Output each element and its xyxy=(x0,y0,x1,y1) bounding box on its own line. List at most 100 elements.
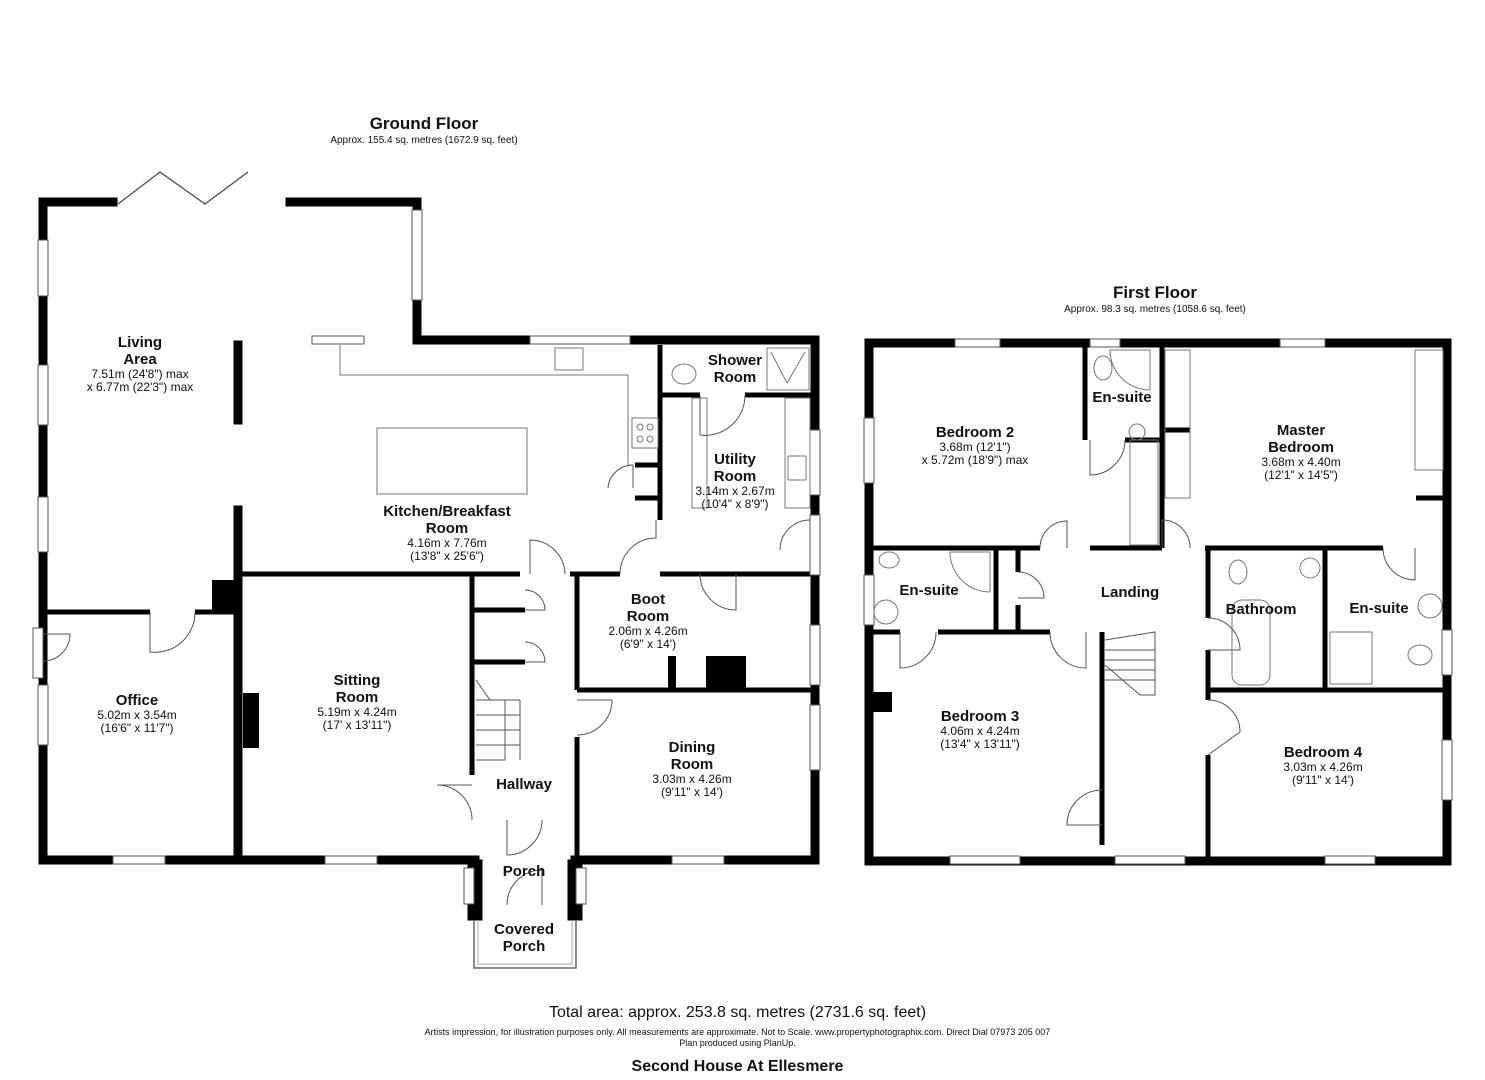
room-name: Bedroom 3 xyxy=(940,708,1020,725)
room-name: Kitchen/Breakfast xyxy=(383,503,511,520)
ground-floor-title: Ground Floor xyxy=(369,114,479,133)
room-name: Bedroom 4 xyxy=(1283,744,1363,761)
door-swing-icon xyxy=(42,394,811,906)
room-label: Bathroom xyxy=(1226,601,1297,618)
window-icon xyxy=(863,338,1453,865)
room-dimensions: (13'4" x 13'11") xyxy=(940,737,1020,751)
room-dimensions: (13'8" x 25'6") xyxy=(410,549,484,563)
room-name: En-suite xyxy=(1349,600,1409,617)
door-swing-icon xyxy=(899,439,1416,826)
room-label: En-suite xyxy=(1349,600,1408,617)
window-icon xyxy=(32,209,821,865)
first-floor-header: First Floor Approx. 98.3 sq. metres (105… xyxy=(1055,283,1255,316)
room-dimensions: 5.19m x 4.24m xyxy=(317,705,397,719)
room-name: Boot xyxy=(630,591,666,608)
room-label: En-suite xyxy=(899,582,958,599)
room-dimensions: 4.16m x 7.76m xyxy=(407,536,487,550)
room-name: Hallway xyxy=(496,776,552,793)
room-dimensions: x 6.77m (22'3") max xyxy=(86,380,194,394)
room-label: Hallway xyxy=(496,776,552,793)
kitchen-island xyxy=(376,427,528,495)
room-name: Sitting xyxy=(333,672,381,689)
staircase-icon xyxy=(475,679,521,761)
room-name: Bedroom xyxy=(1268,439,1334,456)
shower-tray-icon xyxy=(766,347,810,391)
bathroom-fixtures xyxy=(873,349,1444,686)
room-dimensions: 5.02m x 3.54m xyxy=(97,708,177,722)
room-name: Utility xyxy=(714,451,756,468)
room-dimensions: 3.03m x 4.26m xyxy=(652,772,732,786)
room-name: Porch xyxy=(502,938,546,955)
staircase-icon xyxy=(1104,631,1156,696)
room-label: En-suite xyxy=(1092,389,1151,406)
room-dimensions: (10'4" x 8'9") xyxy=(701,497,769,511)
room-dimensions: (9'11" x 14') xyxy=(1292,773,1354,787)
bifold-door-icon xyxy=(117,171,249,205)
room-dimensions: (16'6" x 11'7") xyxy=(100,721,174,735)
room-name: Master xyxy=(1276,422,1326,439)
room-name: En-suite xyxy=(899,582,959,599)
room-name: Landing xyxy=(1100,584,1160,601)
chimney-breast-icon xyxy=(212,580,746,748)
room-name: Bedroom 2 xyxy=(935,424,1015,441)
room-name: Room xyxy=(425,520,469,537)
room-dimensions: 2.06m x 4.26m xyxy=(608,624,688,638)
room-name: Room xyxy=(335,689,379,706)
toilet-icon xyxy=(1093,355,1113,381)
footer: Total area: approx. 253.8 sq. metres (27… xyxy=(0,1003,1475,1077)
room-dimensions: 3.68m (12'1") xyxy=(939,440,1011,454)
chimney-breast-icon xyxy=(872,692,892,712)
room-dimensions: (17' x 13'11") xyxy=(322,718,392,732)
utility-sink-icon xyxy=(787,455,807,481)
room-dimensions: x 5.72m (18'9") max xyxy=(921,453,1029,467)
room-name: Covered xyxy=(493,921,555,938)
room-name: Dining xyxy=(668,739,716,756)
total-area: Total area: approx. 253.8 sq. metres (27… xyxy=(548,1004,927,1021)
room-name: Room xyxy=(713,369,757,386)
room-name: Room xyxy=(713,468,757,485)
room-dimensions: 7.51m (24'8") max xyxy=(91,367,189,381)
room-name: Shower xyxy=(707,352,763,369)
shower-tray-icon xyxy=(1329,631,1373,685)
room-dimensions: (12'1" x 14'5") xyxy=(1264,468,1338,482)
first-floor-area: Approx. 98.3 sq. metres (1058.6 sq. feet… xyxy=(1064,304,1246,315)
plan-producer: Plan produced using PlanUp. xyxy=(679,1038,796,1048)
room-name: Office xyxy=(115,692,159,709)
room-dimensions: (6'9" x 14') xyxy=(619,637,677,651)
room-name: Porch xyxy=(502,863,546,880)
first-interior-walls xyxy=(869,343,1446,860)
property-name: Second House At Ellesmere xyxy=(631,1058,844,1075)
sink-icon xyxy=(554,347,584,371)
bath-icon xyxy=(1231,599,1271,686)
room-name: Living xyxy=(117,334,163,351)
room-dimensions: (9'11" x 14') xyxy=(661,785,723,799)
porch-walls xyxy=(463,859,587,969)
first-floor-title: First Floor xyxy=(1112,283,1198,302)
room-name: En-suite xyxy=(1092,389,1152,406)
toilet-icon xyxy=(671,363,697,385)
room-dimensions: 3.14m x 2.67m xyxy=(695,484,775,498)
room-name: Room xyxy=(626,608,670,625)
ground-floor-plan xyxy=(32,171,821,969)
hob-icon xyxy=(631,417,659,449)
disclaimer: Artists impression, for illustration pur… xyxy=(424,1027,1051,1037)
room-dimensions: 3.03m x 4.26m xyxy=(1283,760,1363,774)
ground-floor-header: Ground Floor Approx. 155.4 sq. metres (1… xyxy=(324,114,524,147)
room-label: Landing xyxy=(1101,584,1159,601)
room-name: Area xyxy=(123,351,157,368)
room-dimensions: 3.68m x 4.40m xyxy=(1261,455,1341,469)
